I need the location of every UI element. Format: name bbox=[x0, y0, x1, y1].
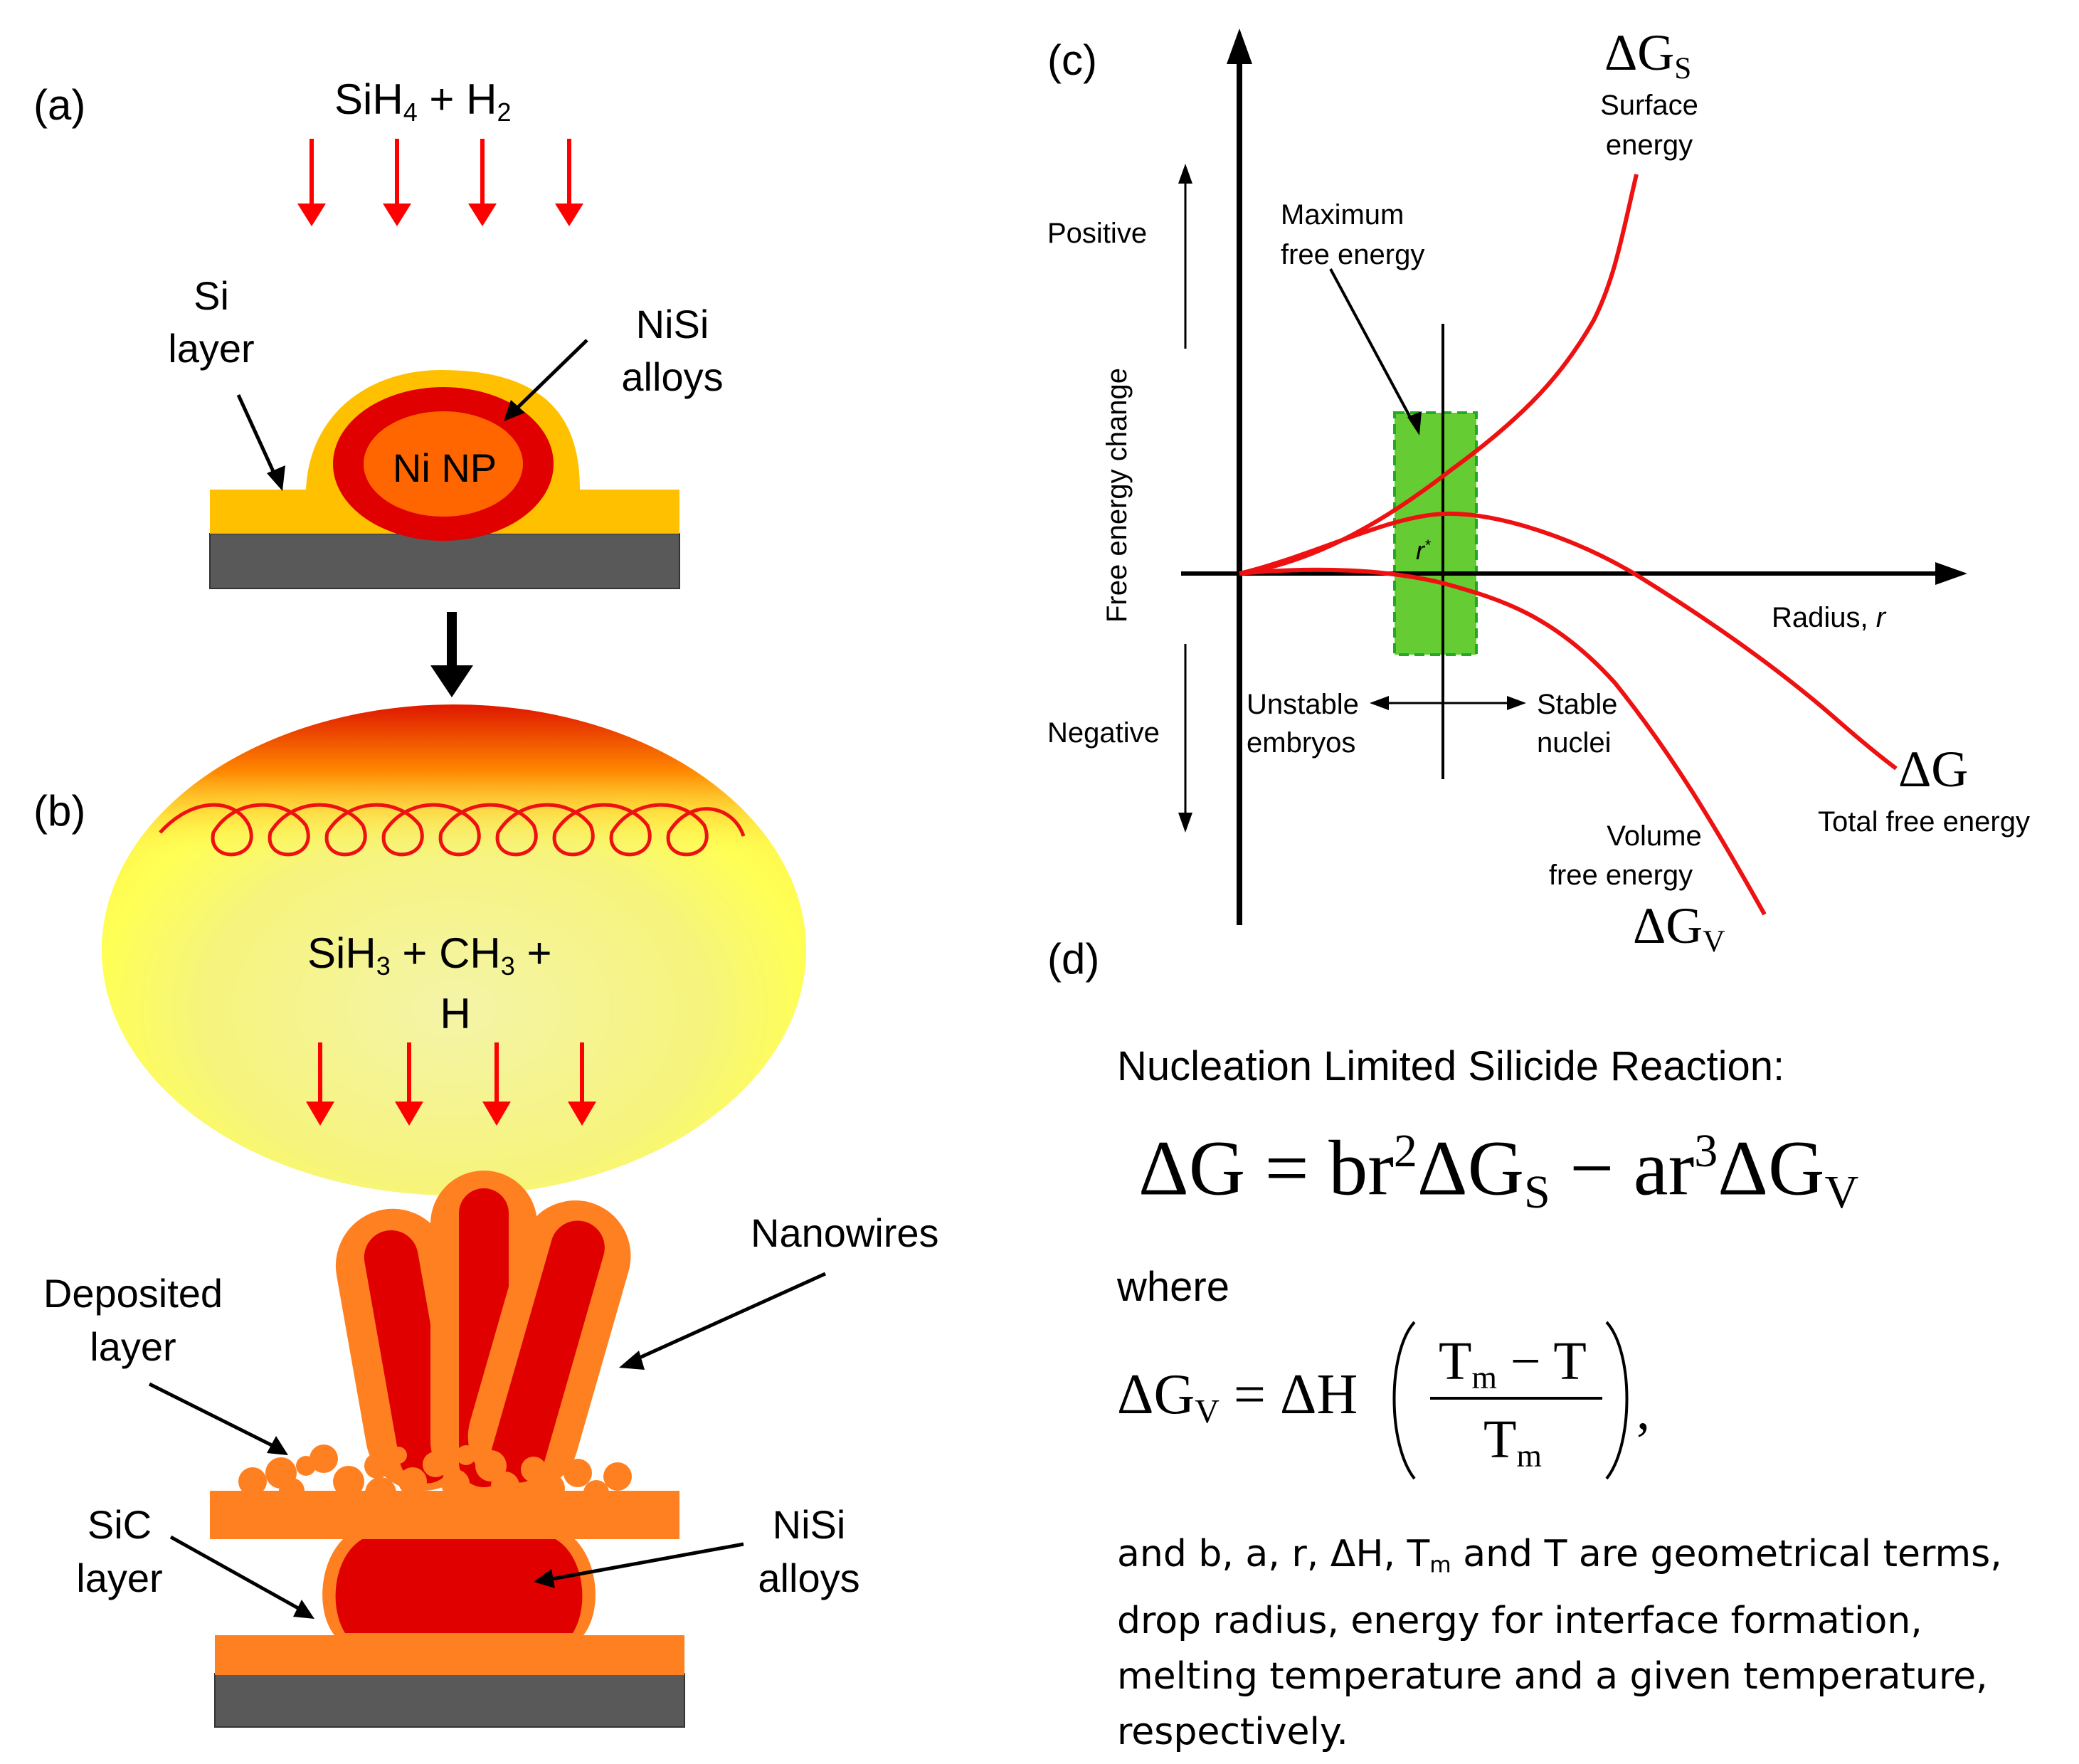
definitions-line1: and b, a, r, ΔH, Tm and T are geometrica… bbox=[1117, 1533, 2002, 1578]
unstable-label-line2: embryos bbox=[1247, 727, 1356, 759]
nucleation-equation: ΔG = br2ΔGS − ar3ΔGV bbox=[1138, 1124, 1859, 1219]
positive-arrow bbox=[1178, 164, 1192, 349]
deposited-label-line1: Deposited bbox=[43, 1271, 223, 1316]
stable-label-line2: nuclei bbox=[1537, 727, 1612, 759]
definitions-line2: drop radius, energy for interface format… bbox=[1117, 1599, 1922, 1642]
process-arrow bbox=[430, 612, 473, 697]
where-label: where bbox=[1117, 1264, 1229, 1310]
gas-formula-a: SiH4 + H2 bbox=[334, 75, 512, 127]
panel-c-tag: (c) bbox=[1047, 36, 1097, 84]
ni-np-label: Ni NP bbox=[392, 445, 497, 490]
unstable-stable-arrow bbox=[1370, 696, 1526, 710]
volume-free-energy-line1: Volume bbox=[1607, 820, 1702, 852]
volume-free-energy-line2: free energy bbox=[1548, 860, 1693, 891]
panel-c-graph bbox=[1178, 28, 1967, 925]
unstable-label-line1: Unstable bbox=[1247, 689, 1359, 720]
deposited-label-line2: layer bbox=[90, 1324, 176, 1369]
stable-label-line1: Stable bbox=[1537, 689, 1618, 720]
nanowires-label: Nanowires bbox=[751, 1210, 939, 1255]
plasma-species-line1: SiH3 + CH3 + bbox=[307, 929, 552, 981]
nisi-label-b-line1: NiSi bbox=[772, 1502, 846, 1547]
max-free-energy-line1: Maximum bbox=[1281, 199, 1404, 231]
surface-energy-line2: energy bbox=[1605, 130, 1693, 161]
total-energy-curve bbox=[1239, 511, 1898, 771]
panel-a-tag: (a) bbox=[33, 81, 86, 129]
surface-energy-line1: Surface bbox=[1600, 90, 1698, 121]
deposited-plate bbox=[210, 1491, 679, 1539]
substrate-a bbox=[209, 533, 680, 589]
eq2-parentheses bbox=[1392, 1321, 1629, 1480]
definitions-line4: respectively. bbox=[1117, 1710, 1348, 1753]
plasma-species-line2: H bbox=[440, 990, 471, 1037]
panel-d-tag: (d) bbox=[1047, 935, 1100, 983]
nisi-label-a-line2: alloys bbox=[621, 354, 724, 399]
positive-label: Positive bbox=[1047, 218, 1148, 249]
volume-energy-curve bbox=[1239, 567, 1767, 916]
negative-label: Negative bbox=[1047, 717, 1160, 749]
definitions-line3: melting temperature and a given temperat… bbox=[1117, 1654, 1988, 1698]
dg-total-symbol: ΔG bbox=[1898, 741, 1969, 798]
si-layer-label-line1: Si bbox=[194, 273, 229, 318]
dgv-equation-lhs: ΔGV = ΔH bbox=[1117, 1363, 1358, 1431]
dgv-equation-numerator: Tm − T bbox=[1439, 1331, 1587, 1395]
definitions-paragraph: and b, a, r, ΔH, Tm and T are geometrica… bbox=[1117, 1526, 2002, 1760]
ni-np-core bbox=[364, 411, 523, 517]
gas-arrows-a bbox=[310, 139, 571, 212]
si-layer-label-line2: layer bbox=[168, 326, 255, 371]
substrate-b bbox=[214, 1673, 685, 1728]
nisi-label-b-line2: alloys bbox=[758, 1556, 860, 1600]
nisi-label-a-line1: NiSi bbox=[635, 302, 709, 347]
deposited-particles bbox=[238, 1445, 632, 1509]
critical-radius-label: r* bbox=[1416, 535, 1431, 565]
heater-coil bbox=[159, 803, 746, 857]
panel-b-tag: (b) bbox=[33, 787, 86, 835]
gas-arrows-b bbox=[318, 1042, 584, 1110]
nanowires-group bbox=[335, 1171, 631, 1494]
panel-a-drawing bbox=[209, 139, 680, 697]
x-axis-label: Radius, r bbox=[1772, 602, 1886, 633]
sic-label-line1: SiC bbox=[87, 1502, 152, 1547]
dgs-label: ΔGS bbox=[1604, 24, 1692, 86]
max-free-energy-line2: free energy bbox=[1281, 239, 1425, 270]
dgv-label: ΔGV bbox=[1633, 897, 1725, 959]
total-free-energy-label: Total free energy bbox=[1818, 806, 2030, 838]
dgv-equation-denominator: Tm bbox=[1483, 1410, 1542, 1474]
y-axis-label: Free energy change bbox=[1101, 367, 1133, 623]
sic-layer-b bbox=[215, 1635, 684, 1675]
critical-radius-zone bbox=[1393, 411, 1478, 656]
dgv-equation-comma: , bbox=[1636, 1381, 1650, 1441]
nucleation-heading: Nucleation Limited Silicide Reaction: bbox=[1117, 1043, 1785, 1089]
negative-arrow bbox=[1178, 644, 1192, 833]
sic-label-line2: layer bbox=[76, 1556, 163, 1600]
panel-b-drawing bbox=[102, 704, 827, 1728]
